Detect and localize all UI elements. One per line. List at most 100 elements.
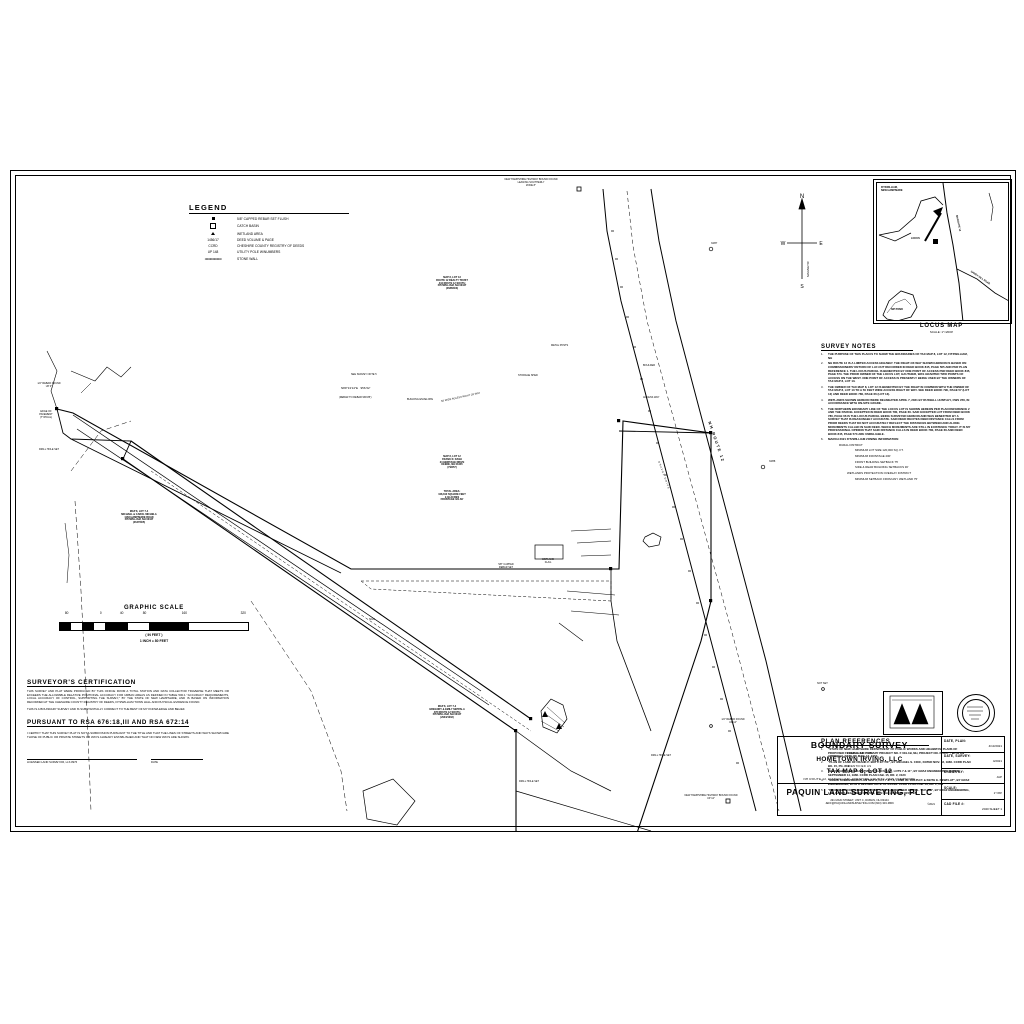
legend-row: WETLAND AREA bbox=[189, 231, 304, 237]
field-drawn-by: DRAWN BY: JAP bbox=[942, 769, 1004, 785]
label-drill-hole-set-se: DRILL HOLE SET bbox=[651, 754, 672, 757]
label-highway-bound-top: NEW HAMPSHIRE HIGHWAY BOUND FOUND LEANIN… bbox=[504, 178, 558, 187]
survey-notes-title: SURVEY NOTES bbox=[821, 344, 877, 350]
client-name: HOMETOWN IRVING, LLC bbox=[816, 755, 903, 763]
scale-tick: 0 bbox=[99, 611, 102, 615]
deed-volume-page-symbol: 1456/17 bbox=[207, 238, 219, 243]
seal-outer-ring bbox=[957, 694, 995, 732]
field-value: 2040 SHEET 1 bbox=[982, 806, 1002, 811]
plan-references-underline bbox=[821, 745, 929, 746]
legend-row: CCRD CHESHIRE COUNTY REGISTRY OF DEEDS bbox=[189, 243, 304, 249]
certification-title: SURVEYOR'S CERTIFICATION bbox=[27, 679, 136, 686]
ccrd-symbol: CCRD bbox=[208, 244, 218, 249]
locus-map-scale: SCALE: 1"=2000' bbox=[929, 330, 954, 334]
survey-note: 3.THE OWNER OF TAX MAP 8, LOT 12 IS BENE… bbox=[821, 384, 970, 396]
survey-note-text: THE OWNER OF TAX MAP 8, LOT 12 IS BENEFI… bbox=[828, 384, 970, 396]
legend-table: 5/8" CAPPED REBAR SET FLUSH CATCH BASIN … bbox=[189, 216, 304, 262]
stone-wall-icon: oooooooooooo bbox=[204, 256, 222, 261]
label-building-envelope: BUILDING ENVELOPE bbox=[407, 398, 433, 401]
legend-label: WETLAND AREA bbox=[237, 231, 263, 236]
field-cad-file: CAD FILE #: 2040 SHEET 1 bbox=[942, 800, 1004, 815]
field-label: CAD FILE #: bbox=[944, 801, 965, 806]
plan-reference-text: "BOUNDARY LINE ADJUSTMENT PLAN MAP 8, LO… bbox=[828, 769, 959, 777]
graphic-scale-ticks: 80 0 40 80 160 320 bbox=[59, 611, 249, 616]
title-block: BOUNDARY SURVEY PREPARED FOR HOMETOWN IR… bbox=[777, 736, 1005, 816]
survey-note: 4.WETLANDS SHOWN HEREON WERE DELINEATED … bbox=[821, 397, 970, 406]
survey-note-text: THE NORTHERN BOUNDARY LINE OF THE LOCUS … bbox=[828, 406, 971, 436]
certification-paragraph-1: THIS SURVEY AND PLAT WERE PRODUCED BY TH… bbox=[27, 689, 229, 704]
title-block-header: BOUNDARY SURVEY PREPARED FOR HOMETOWN IR… bbox=[778, 737, 941, 784]
scale-tick: 160 bbox=[181, 611, 188, 615]
firm-name: PAQUIN LAND SURVEYING, PLLC bbox=[786, 787, 933, 797]
legend-label: 5/8" CAPPED REBAR SET FLUSH bbox=[237, 217, 289, 222]
label-rebar-capped: 5/8" CAPPED REBAR SET bbox=[498, 563, 514, 569]
survey-note: 6.MARCH 2021 FITZWILLIAM ZONING INFORMAT… bbox=[821, 438, 971, 442]
label-metal-posts: METAL POSTS bbox=[551, 344, 569, 347]
legend-row: 1456/17 DEED VOLUME & PAGE bbox=[189, 237, 304, 243]
graphic-scale-title: GRAPHIC SCALE bbox=[123, 605, 185, 611]
sheet-inner-border bbox=[15, 175, 1011, 827]
label-not-set: NOT SET bbox=[817, 682, 828, 685]
tax-map-lot: TAX MAP 8, LOT 12 bbox=[826, 768, 893, 775]
catch-basin-icon bbox=[189, 222, 237, 231]
label-total-area: TOTAL AREA: 108,810 SQUARE FEET 2.49 ACR… bbox=[438, 490, 466, 502]
firm-address: 291 MAIN STREET, UNIT C, DUBLIN, NH 0344… bbox=[830, 798, 889, 802]
label-parcel-lot7-2: MAP 8, LOT 7-2 GREGORY & EMILY SEPPALA 4… bbox=[429, 705, 465, 720]
field-value: 4/13/2021 bbox=[988, 743, 1002, 748]
field-date-plan: DATE, PLAN: 4/13/2021 bbox=[942, 737, 1004, 753]
legend-label: DEED VOLUME & PAGE bbox=[237, 238, 274, 243]
label-sign: SIGN bbox=[369, 618, 376, 621]
plan-reference-text: "PROPOSED CONVENIENCE STORE SITE PLAN, O… bbox=[828, 787, 970, 796]
certification-paragraph-3: I CERTIFY THAT THIS SURVEY PLAT IS NOT A… bbox=[27, 731, 229, 739]
survey-type-title: BOUNDARY SURVEY bbox=[810, 740, 909, 750]
graphic-scale-ratio: 1 INCH = 80 FEET bbox=[139, 639, 169, 643]
legend-row: CATCH BASIN bbox=[189, 222, 304, 231]
certification-rsa-heading: PURSUANT TO RSA 676:18,III AND RSA 672:1… bbox=[27, 719, 190, 728]
legend-label: UTILITY POLE W/NUMBERS bbox=[237, 250, 281, 255]
scale-tick: 80 bbox=[64, 611, 69, 615]
survey-note-text: NH ROUTE 12 IS A LIMITED ACCESS HIGHWAY.… bbox=[828, 361, 971, 384]
date-line-label[interactable]: DATE bbox=[151, 759, 203, 764]
graphic-scale: GRAPHIC SCALE 80 0 40 80 160 320 ( IN FE… bbox=[59, 605, 249, 643]
certification-paragraph-2: THIS IS A BOUNDARY SURVEY AND IS SUBSTAN… bbox=[27, 706, 186, 711]
locus-town-label: FITZWILLIAM, NEW HAMPSHIRE bbox=[881, 186, 903, 192]
identified-as-label: IDENTIFIED AS bbox=[847, 763, 872, 768]
scale-tick: 40 bbox=[119, 611, 124, 615]
label-access-way: ACCESS WAY bbox=[643, 396, 660, 399]
zoning-line: WETLANDS PROTECTION OVERLAY DISTRICT bbox=[847, 470, 912, 475]
surveyors-certification: SURVEYOR'S CERTIFICATION THIS SURVEY AND… bbox=[27, 679, 229, 764]
signature-line-label[interactable]: LICENSED LAND SURVEYOR, LLS #976 bbox=[27, 759, 137, 764]
locus-pond-label: SIP POND bbox=[891, 308, 903, 311]
survey-note: 5.THE NORTHERN BOUNDARY LINE OF THE LOCU… bbox=[821, 406, 971, 436]
title-block-main: BOUNDARY SURVEY PREPARED FOR HOMETOWN IR… bbox=[778, 737, 942, 815]
field-value: 1"=80' bbox=[993, 790, 1002, 795]
plan-references-title: PLAN REFERENCES bbox=[821, 739, 891, 745]
professional-seal bbox=[947, 691, 1003, 733]
label-drill-hole-set-s: DRILL HOLE SET bbox=[519, 780, 540, 783]
certification-underline bbox=[27, 686, 131, 687]
magnetic-label: MAGNETIC bbox=[806, 260, 810, 277]
label-rebar-found-nw: 1/2" REBAR FOUND UP 4" bbox=[37, 382, 61, 388]
firm-contact: JEFF@PAQUINLANDSURVEYING.COM (603) 303-3… bbox=[825, 802, 894, 805]
north-label: N bbox=[800, 194, 804, 200]
field-label: DATE, SURVEY: bbox=[944, 754, 971, 759]
south-label: S bbox=[800, 284, 804, 290]
signature-row: LICENSED LAND SURVEYOR, LLS #976 DATE bbox=[27, 759, 229, 764]
locus-map-inset: FITZWILLIAM, NEW HAMPSHIRE LOCUS NH ROUT… bbox=[873, 179, 1012, 324]
seal-inner-ring bbox=[962, 699, 990, 727]
survey-drawing bbox=[46, 186, 825, 831]
plan-reference: 3."BOUNDARY LINE ADJUSTMENT PLAN MAP 8, … bbox=[821, 769, 971, 777]
plan-reference: 5."PROPOSED CONVENIENCE STORE SITE PLAN,… bbox=[821, 787, 970, 796]
label-edge-of-pavement: EDGE OF PAVEMENT (TYPICAL) bbox=[39, 410, 53, 419]
label-storage-shed: STORAGE SHED bbox=[518, 374, 538, 377]
legend-label: STONE WALL bbox=[237, 256, 259, 261]
label-highway-bound-bottom: NEW HAMPSHIRE HIGHWAY BOUND FOUND UP 12" bbox=[684, 794, 738, 800]
firm-address-block: 291 MAIN STREET, UNIT C, DUBLIN, NH 0344… bbox=[778, 799, 941, 806]
field-date-survey: DATE, SURVEY: 4/2021 bbox=[942, 753, 1004, 769]
field-label: DRAWN BY: bbox=[944, 770, 964, 775]
plan-reference: 4."MINOR SUBDIVISION PLAN MAP 8, LOT 7 &… bbox=[821, 778, 970, 786]
plan-reference: 1."STATE OF NEW HAMPSHIRE DEPARTMENT OF … bbox=[821, 747, 971, 759]
label-rebar-found-se: 1/2" REBAR FOUND UP 12" bbox=[721, 718, 745, 724]
utility-pole-symbol: UP 148 bbox=[207, 250, 219, 255]
survey-note: 2.NH ROUTE 12 IS A LIMITED ACCESS HIGHWA… bbox=[821, 361, 971, 384]
